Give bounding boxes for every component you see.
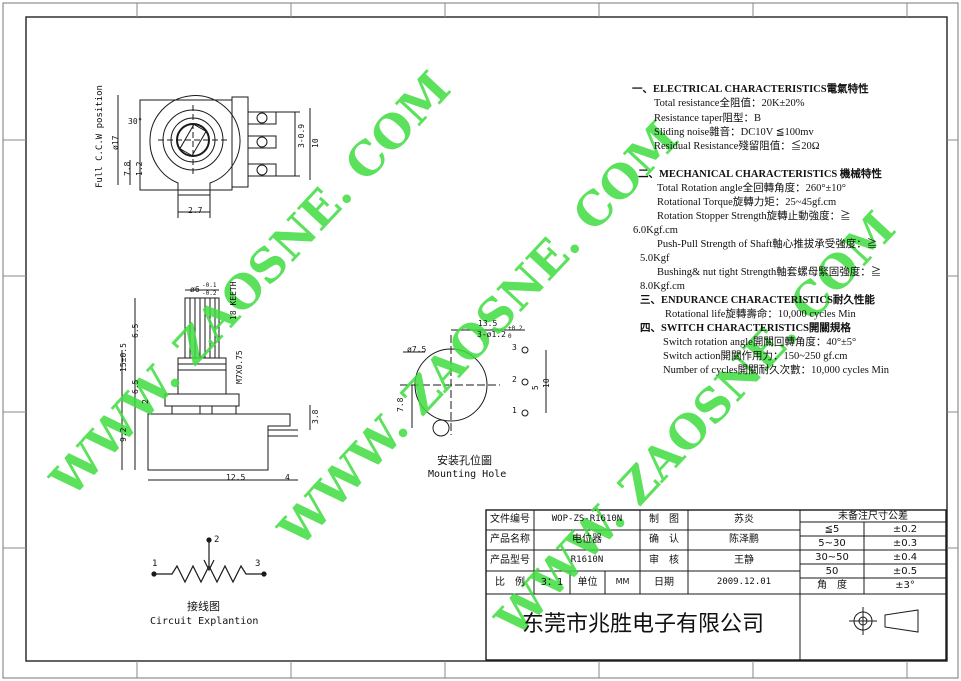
reviewed-by: 王静 (734, 555, 754, 566)
tb-label: 文件编号 (490, 514, 530, 525)
dim-label: 9.2 (119, 427, 128, 442)
tb-label: 产品型号 (490, 555, 530, 566)
dim-label: -0.2 (202, 290, 217, 297)
pin-label: 2 (512, 375, 517, 384)
tb-label: 比 例 (495, 577, 525, 588)
dim-label: 1.2 (135, 161, 144, 176)
title-block-grid (485, 509, 947, 661)
dim-label: 10 (542, 378, 551, 388)
dim-label: 15±0.5 (119, 343, 128, 372)
dim-label: 5 (531, 385, 540, 390)
dim-label: 2.7 (188, 206, 203, 215)
dim-label: 3.8 (311, 409, 320, 424)
dim-label: 18 KEETH (229, 281, 238, 320)
scale-value: 3：1 (540, 577, 564, 588)
pin-label: 1 (512, 406, 517, 415)
dim-label: 6.5 (131, 379, 140, 394)
mounting-hole-drawing (400, 329, 547, 437)
tolerance-range: 角 度 (817, 580, 847, 591)
tb-label: 审 核 (649, 555, 679, 566)
side-view-drawing (121, 289, 311, 481)
tb-label: 单位 (577, 577, 598, 588)
tolerance-header: 未备注尺寸公差 (838, 511, 908, 522)
circuit-title-en: Circuit Explantion (150, 616, 259, 627)
endurance-item: Rotational life旋轉壽命：10,000 cycles Min (665, 309, 856, 320)
dim-label: ø6 (190, 285, 200, 294)
dim-label: ø7.5 (407, 345, 427, 354)
product-name: 电位器 (572, 534, 602, 545)
mechanical-item: 8.0Kgf.cm (640, 281, 685, 292)
dim-label: 3-0.9 (297, 123, 306, 148)
mechanical-item: Rotational Torque旋轉力矩：25~45gf.cm (657, 197, 837, 208)
drawn-by: 苏炎 (734, 514, 754, 525)
date-value: 2009.12.01 (716, 577, 772, 587)
unit-value: MM (615, 577, 630, 586)
circuit-title-cn: 接线图 (187, 600, 220, 613)
tolerance-value: ±3° (895, 580, 915, 591)
tb-label: 产品名称 (490, 534, 530, 545)
dim-label: -0.1 (202, 282, 217, 289)
angle-label: 30° (128, 117, 143, 126)
pin-label: 2 (214, 535, 220, 545)
pin-label: 1 (152, 559, 158, 569)
ccw-position-label: Full C.C.W position (95, 85, 105, 188)
tolerance-value: ±0.4 (892, 552, 918, 563)
mechanical-item: 5.0Kgf (640, 253, 670, 264)
mechanical-item: Rotation Stopper Strength旋轉止動強度：≧ (657, 211, 851, 222)
switch-heading: 四、SWITCH CHARACTERISTICS開關規格 (640, 323, 851, 334)
product-model: R1610N (570, 555, 604, 565)
switch-item: Switch rotation angle開關回轉角度：40°±5° (663, 337, 857, 348)
mounting-hole-title-cn: 安装孔位圖 (437, 454, 492, 467)
tb-label: 制 图 (649, 514, 679, 525)
mechanical-item: Bushing& nut tight Strength軸套螺母緊固強度：≧ (657, 267, 882, 278)
tolerance-value: ±0.5 (892, 566, 918, 577)
dim-label: ø17 (111, 135, 120, 150)
dim-label: 7.8 (396, 397, 405, 412)
dim-label: 4 (285, 473, 290, 482)
switch-item: Number of cycles開關耐久次數：10,000 cycles Min (663, 365, 890, 376)
dim-label: 10 (311, 138, 320, 148)
mechanical-item: Total Rotation angle全回轉角度：260°±10° (657, 183, 846, 194)
endurance-heading: 三、ENDURANCE CHARACTERISTICS耐久性能 (640, 295, 875, 306)
tolerance-value: ±0.2 (892, 524, 918, 535)
dim-label: 0 (508, 333, 512, 340)
electrical-item: Resistance taper阻型：B (654, 113, 762, 124)
dim-label: 2 (141, 399, 150, 404)
dim-label: +0.2 (508, 325, 523, 332)
electrical-heading: 一、ELECTRICAL CHARACTERISTICS電氣特性 (632, 84, 869, 95)
company-name: 东莞市兆胜电子有限公司 (521, 612, 764, 637)
electrical-item: Total resistance全阻值：20K±20% (654, 98, 805, 109)
tolerance-range: 5~30 (818, 538, 846, 549)
dim-label: 6.5 (131, 323, 140, 338)
pin-label: 3 (255, 559, 261, 569)
dim-label: 12.5 (226, 473, 246, 482)
pin-label: 3 (512, 343, 517, 352)
tolerance-range: ≦5 (824, 524, 840, 535)
doc-number: WOP-ZS-R1610N (551, 514, 623, 524)
mounting-hole-title-en: Mounting Hole (428, 469, 507, 480)
dim-label: 3-ø1.2 (477, 330, 506, 339)
tolerance-value: ±0.3 (892, 538, 918, 549)
mechanical-heading: 二、MECHANICAL CHARACTERISTICS 機械特性 (638, 169, 882, 180)
electrical-item: Sliding noise雜音：DC10V ≦100mv (654, 127, 814, 138)
mechanical-item: Push-Pull Strength of Shaft軸心推拔承受強度：≧ (657, 239, 878, 250)
confirmed-by: 陈泽鹏 (729, 534, 759, 545)
dim-label: 7.8 (123, 161, 132, 176)
top-view-drawing (117, 95, 311, 218)
tolerance-range: 50 (825, 566, 839, 577)
tolerance-range: 30~50 (815, 552, 849, 563)
switch-item: Switch action開關作用力：150~250 gf.cm (663, 351, 848, 362)
tb-label: 确 认 (649, 534, 679, 545)
electrical-item: Residual Resistance殘留阻值：≦20Ω (654, 141, 820, 152)
circuit-diagram (151, 537, 267, 584)
dim-label: 13.5 (478, 319, 498, 328)
mechanical-item: 6.0Kgf.cm (633, 225, 678, 236)
dim-label: M7X0.75 (235, 350, 244, 384)
tb-label: 日期 (654, 577, 674, 588)
